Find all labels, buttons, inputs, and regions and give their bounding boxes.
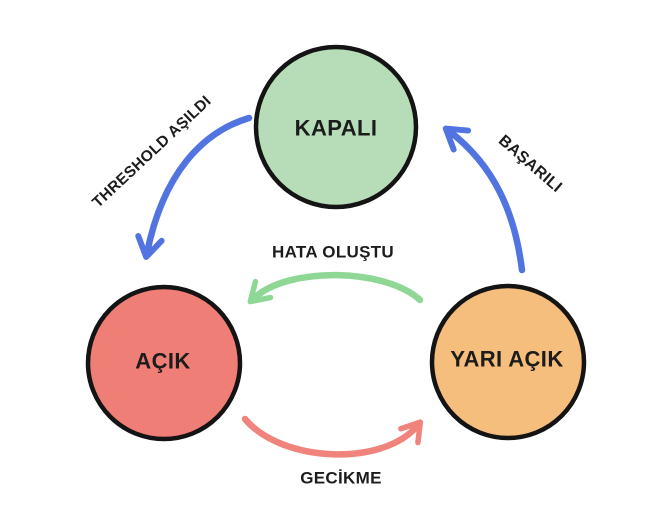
state-node-acik: AÇIK — [85, 284, 243, 442]
state-label-acik: AÇIK — [135, 349, 190, 374]
transition-threshold-asildi: THRESHOLD AŞILDI — [89, 93, 253, 260]
acik-circle — [85, 284, 243, 442]
arrow-yari-acik-to-kapali — [442, 125, 526, 274]
yari-acik-circle — [429, 283, 587, 441]
transition-label-gecikme: GECİKME — [300, 469, 381, 488]
arrow-kapali-to-acik — [135, 114, 253, 260]
state-label-yari-acik: YARI AÇIK — [450, 347, 563, 372]
state-label-kapali: KAPALI — [295, 116, 378, 141]
transition-label-basarili: BAŞARILI — [495, 132, 565, 196]
kapali-circle — [253, 44, 419, 210]
transition-hata-olustu: HATA OLUŞTU — [247, 243, 424, 305]
transition-gecikme: GECİKME — [241, 415, 424, 488]
arrow-yari-acik-to-acik — [247, 271, 424, 305]
arrow-acik-to-yari-acik — [241, 415, 424, 458]
transition-label-hata-olustu: HATA OLUŞTU — [272, 243, 394, 262]
state-node-yari-acik: YARI AÇIK — [429, 283, 587, 441]
state-node-kapali: KAPALI — [253, 44, 419, 210]
transition-basarili: BAŞARILI — [442, 125, 565, 274]
